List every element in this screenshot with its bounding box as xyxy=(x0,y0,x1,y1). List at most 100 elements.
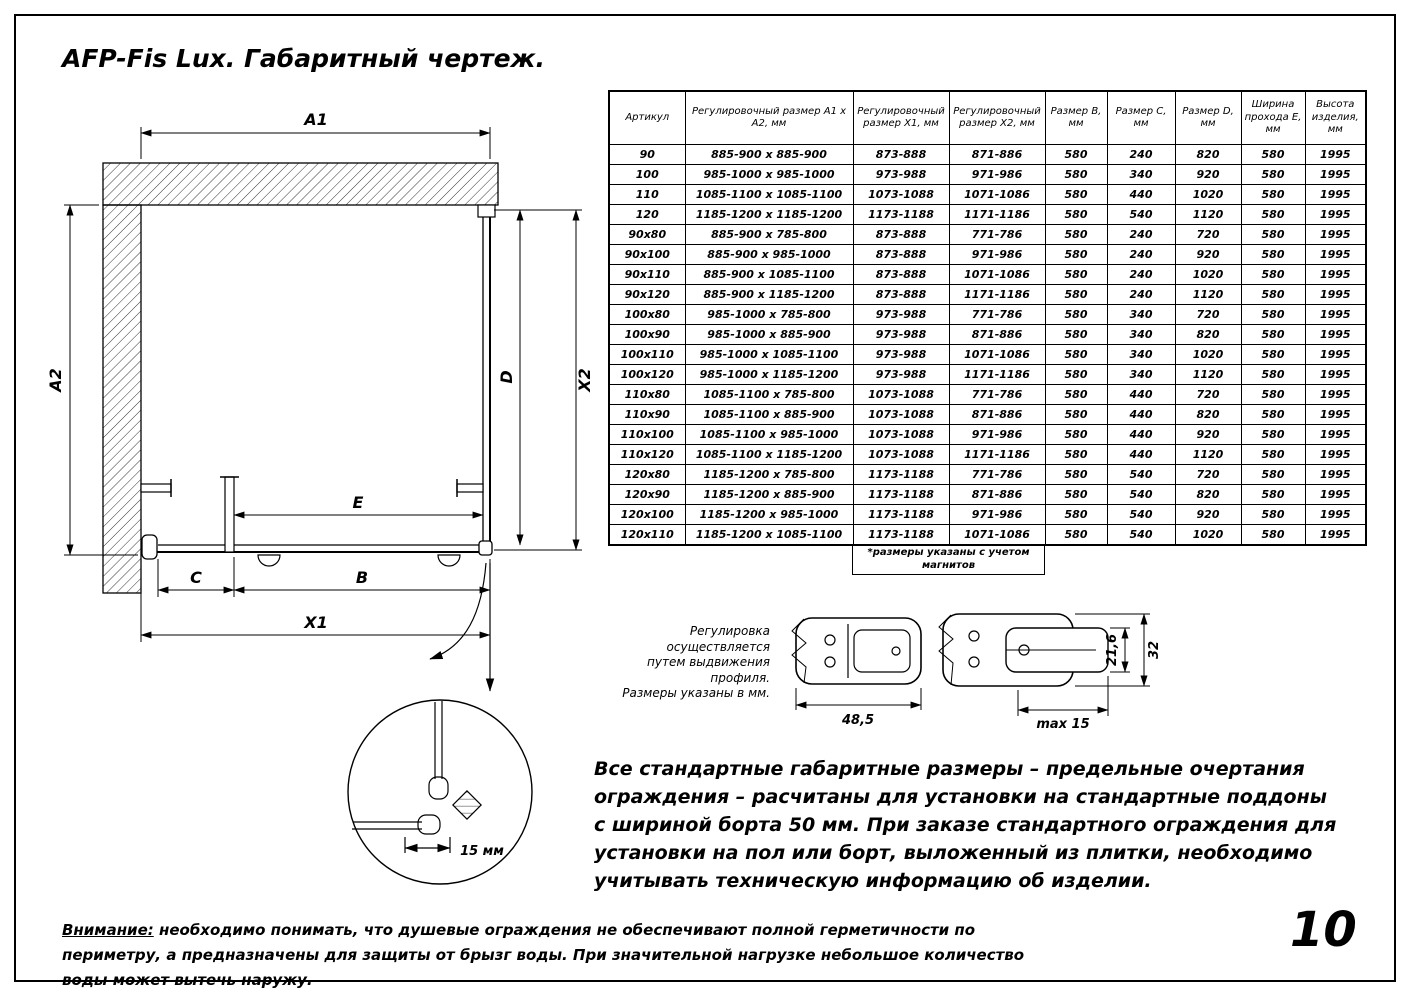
table-cell: 820 xyxy=(1174,324,1242,345)
table-cell: 100x90 xyxy=(608,324,686,345)
table-cell: 580 xyxy=(1044,224,1108,245)
table-cell: 580 xyxy=(1240,184,1306,205)
dim-label-b: B xyxy=(356,568,368,587)
table-cell: 580 xyxy=(1044,464,1108,485)
table-cell: 540 xyxy=(1106,464,1176,485)
table-cell: 120x100 xyxy=(608,504,686,525)
table-cell: 580 xyxy=(1044,444,1108,465)
table-cell: 540 xyxy=(1106,484,1176,505)
table-cell: 1995 xyxy=(1304,484,1367,505)
table-cell: 1995 xyxy=(1304,264,1367,285)
enclosure-drawing: A1 A2 X2 D E C B X1 15 мм xyxy=(46,110,594,885)
table-cell: 580 xyxy=(1044,524,1108,546)
adjustment-note-line: Размеры указаны в мм. xyxy=(622,686,770,701)
table-cell: 340 xyxy=(1106,364,1176,385)
dim-label-a2: A2 xyxy=(46,368,65,394)
table-cell: 240 xyxy=(1106,264,1176,285)
table-cell: 1173-1188 xyxy=(852,504,950,525)
table-cell: 1173-1188 xyxy=(852,524,950,546)
table-cell: 580 xyxy=(1044,504,1108,525)
table-cell: 580 xyxy=(1044,484,1108,505)
table-cell: 580 xyxy=(1044,344,1108,365)
column-header: Размер D, мм xyxy=(1174,90,1242,145)
wall-left xyxy=(102,204,142,594)
table-cell: 240 xyxy=(1106,244,1176,265)
table-cell: 1995 xyxy=(1304,304,1367,325)
table-cell: 580 xyxy=(1044,404,1108,425)
table-cell: 580 xyxy=(1044,364,1108,385)
table-cell: 920 xyxy=(1174,164,1242,185)
table-cell: 971-986 xyxy=(948,504,1046,525)
profile-max-extension-label: max 15 xyxy=(1036,717,1089,732)
table-cell: 920 xyxy=(1174,504,1242,525)
table-cell: 580 xyxy=(1240,284,1306,305)
table-cell: 1073-1088 xyxy=(852,184,950,205)
table-cell: 873-888 xyxy=(852,144,950,165)
table-cell: 973-988 xyxy=(852,304,950,325)
table-cell: 580 xyxy=(1240,404,1306,425)
table-cell: 720 xyxy=(1174,464,1242,485)
table-cell: 871-886 xyxy=(948,324,1046,345)
table-cell: 110x120 xyxy=(608,444,686,465)
table-cell: 1085-1100 x 1185-1200 xyxy=(684,444,854,465)
table-cell: 580 xyxy=(1240,164,1306,185)
table-cell: 1020 xyxy=(1174,184,1242,205)
table-cell: 580 xyxy=(1044,424,1108,445)
table-cell: 871-886 xyxy=(948,404,1046,425)
table-cell: 90x80 xyxy=(608,224,686,245)
profile-sections-drawing: 48,5 21,6 32 max 15 xyxy=(791,613,1162,732)
table-cell: 580 xyxy=(1044,264,1108,285)
table-cell: 90x120 xyxy=(608,284,686,305)
table-cell: 920 xyxy=(1174,244,1242,265)
table-cell: 580 xyxy=(1240,264,1306,285)
table-cell: 110x90 xyxy=(608,404,686,425)
table-cell: 973-988 xyxy=(852,364,950,385)
table-cell: 540 xyxy=(1106,204,1176,225)
dim-label-x2: X2 xyxy=(575,368,594,392)
table-cell: 973-988 xyxy=(852,344,950,365)
dim-label-a1: A1 xyxy=(302,110,328,129)
warning-note: Внимание: необходимо понимать, что душев… xyxy=(62,918,1062,992)
table-cell: 580 xyxy=(1044,284,1108,305)
table-cell: 580 xyxy=(1044,324,1108,345)
table-cell: 1995 xyxy=(1304,164,1367,185)
profile-width-label: 48,5 xyxy=(841,713,874,728)
table-cell: 873-888 xyxy=(852,264,950,285)
table-cell: 720 xyxy=(1174,384,1242,405)
table-cell: 1185-1200 x 1185-1200 xyxy=(684,204,854,225)
table-cell: 771-786 xyxy=(948,304,1046,325)
table-cell: 1073-1088 xyxy=(852,404,950,425)
table-cell: 885-900 x 985-1000 xyxy=(684,244,854,265)
table-cell: 1073-1088 xyxy=(852,384,950,405)
table-cell: 120 xyxy=(608,204,686,225)
table-cell: 771-786 xyxy=(948,224,1046,245)
table-cell: 1995 xyxy=(1304,344,1367,365)
table-cell: 1995 xyxy=(1304,464,1367,485)
dim-label-e: E xyxy=(353,493,364,512)
column-header: Размер C, мм xyxy=(1106,90,1176,145)
table-cell: 873-888 xyxy=(852,284,950,305)
table-cell: 1085-1100 x 885-900 xyxy=(684,404,854,425)
table-cell: 820 xyxy=(1174,404,1242,425)
table-cell: 985-1000 x 885-900 xyxy=(684,324,854,345)
table-cell: 873-888 xyxy=(852,244,950,265)
page-frame xyxy=(14,14,1396,982)
table-cell: 580 xyxy=(1240,464,1306,485)
table-cell: 580 xyxy=(1240,224,1306,245)
installation-note: Все стандартные габаритные размеры – пре… xyxy=(594,758,1337,892)
adjustment-note: Регулировка осуществляется путем выдвиже… xyxy=(586,624,770,702)
table-cell: 100x80 xyxy=(608,304,686,325)
table-cell: 580 xyxy=(1240,344,1306,365)
table-cell: 1020 xyxy=(1174,524,1242,546)
table-cell: 885-900 x 785-800 xyxy=(684,224,854,245)
table-cell: 110 xyxy=(608,184,686,205)
